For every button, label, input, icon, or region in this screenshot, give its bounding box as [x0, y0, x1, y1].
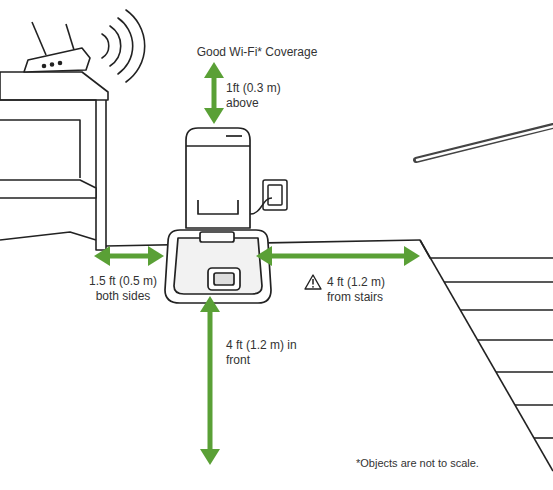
power-cord	[250, 198, 272, 214]
outlet-plate	[263, 180, 287, 210]
clearance-arrows	[94, 62, 420, 465]
dimension-label: 1ft (0.3 m) above	[226, 81, 298, 111]
arrow-head	[200, 296, 220, 312]
arrow-head	[148, 246, 164, 266]
arrow-shaft	[268, 254, 408, 259]
clean-base-port	[198, 200, 238, 214]
router-antenna	[66, 24, 74, 50]
charging-contacts	[200, 232, 234, 242]
stairs	[420, 240, 553, 471]
warning-symbol	[305, 275, 321, 289]
shelf-bottom	[0, 232, 96, 240]
handrail	[416, 126, 553, 160]
outlet-socket	[268, 185, 282, 205]
stair-stringer	[420, 240, 553, 471]
ramp-pad	[208, 268, 240, 290]
stair-step	[515, 404, 553, 406]
dimension-label: 4 ft (1.2 m) in front	[226, 338, 300, 368]
clean-base-tower	[186, 128, 250, 228]
stair-step	[420, 240, 553, 258]
clean-base	[165, 128, 271, 303]
shelf	[0, 72, 108, 250]
stair-step	[478, 339, 553, 341]
shelf-leg	[0, 100, 106, 250]
router-led	[51, 63, 54, 66]
scale-note: *Objects are not to scale.	[356, 456, 548, 471]
ramp-surface	[174, 238, 262, 294]
warning-mark	[312, 279, 314, 285]
stair-step	[460, 309, 553, 311]
wifi-arc	[118, 18, 133, 74]
handrail-highlight	[417, 127, 553, 161]
arrow-shaft	[208, 308, 213, 452]
clean-base-ramp	[165, 230, 271, 303]
dimension-label: 1.5 ft (0.5 m) both sides	[78, 274, 168, 304]
arrow-head	[204, 62, 224, 78]
shelf-lower-board	[0, 180, 96, 198]
wifi-arc	[126, 10, 145, 82]
arrow-shaft	[106, 254, 152, 259]
arrow-head	[404, 246, 420, 266]
wifi-arc	[110, 26, 121, 66]
warning-dot	[312, 286, 314, 288]
arrow-head	[256, 246, 272, 266]
shelf-back	[0, 120, 80, 178]
router-led	[59, 62, 62, 65]
stair-step	[496, 371, 553, 373]
router-antenna	[32, 22, 46, 55]
router	[24, 22, 90, 72]
wifi-waves	[102, 10, 145, 82]
shelf-top	[0, 72, 108, 100]
clean-base-handle	[226, 135, 242, 137]
dimension-label: 4 ft (1.2 m) from stairs	[327, 275, 401, 305]
ramp-pad-inner	[214, 273, 234, 285]
router-led	[43, 65, 46, 68]
router-body	[24, 48, 90, 72]
arrow-shaft	[212, 74, 217, 112]
arrow-head	[200, 449, 220, 465]
arrow-head	[204, 108, 224, 124]
wifi-arc	[102, 34, 109, 58]
stair-step	[534, 437, 553, 439]
arrow-head	[94, 246, 110, 266]
wifi-coverage-label: Good Wi-Fi* Coverage	[172, 45, 342, 60]
outlet	[250, 180, 287, 214]
clean-base-lid	[186, 145, 250, 147]
stair-step	[444, 281, 553, 283]
warning-triangle	[305, 275, 321, 289]
